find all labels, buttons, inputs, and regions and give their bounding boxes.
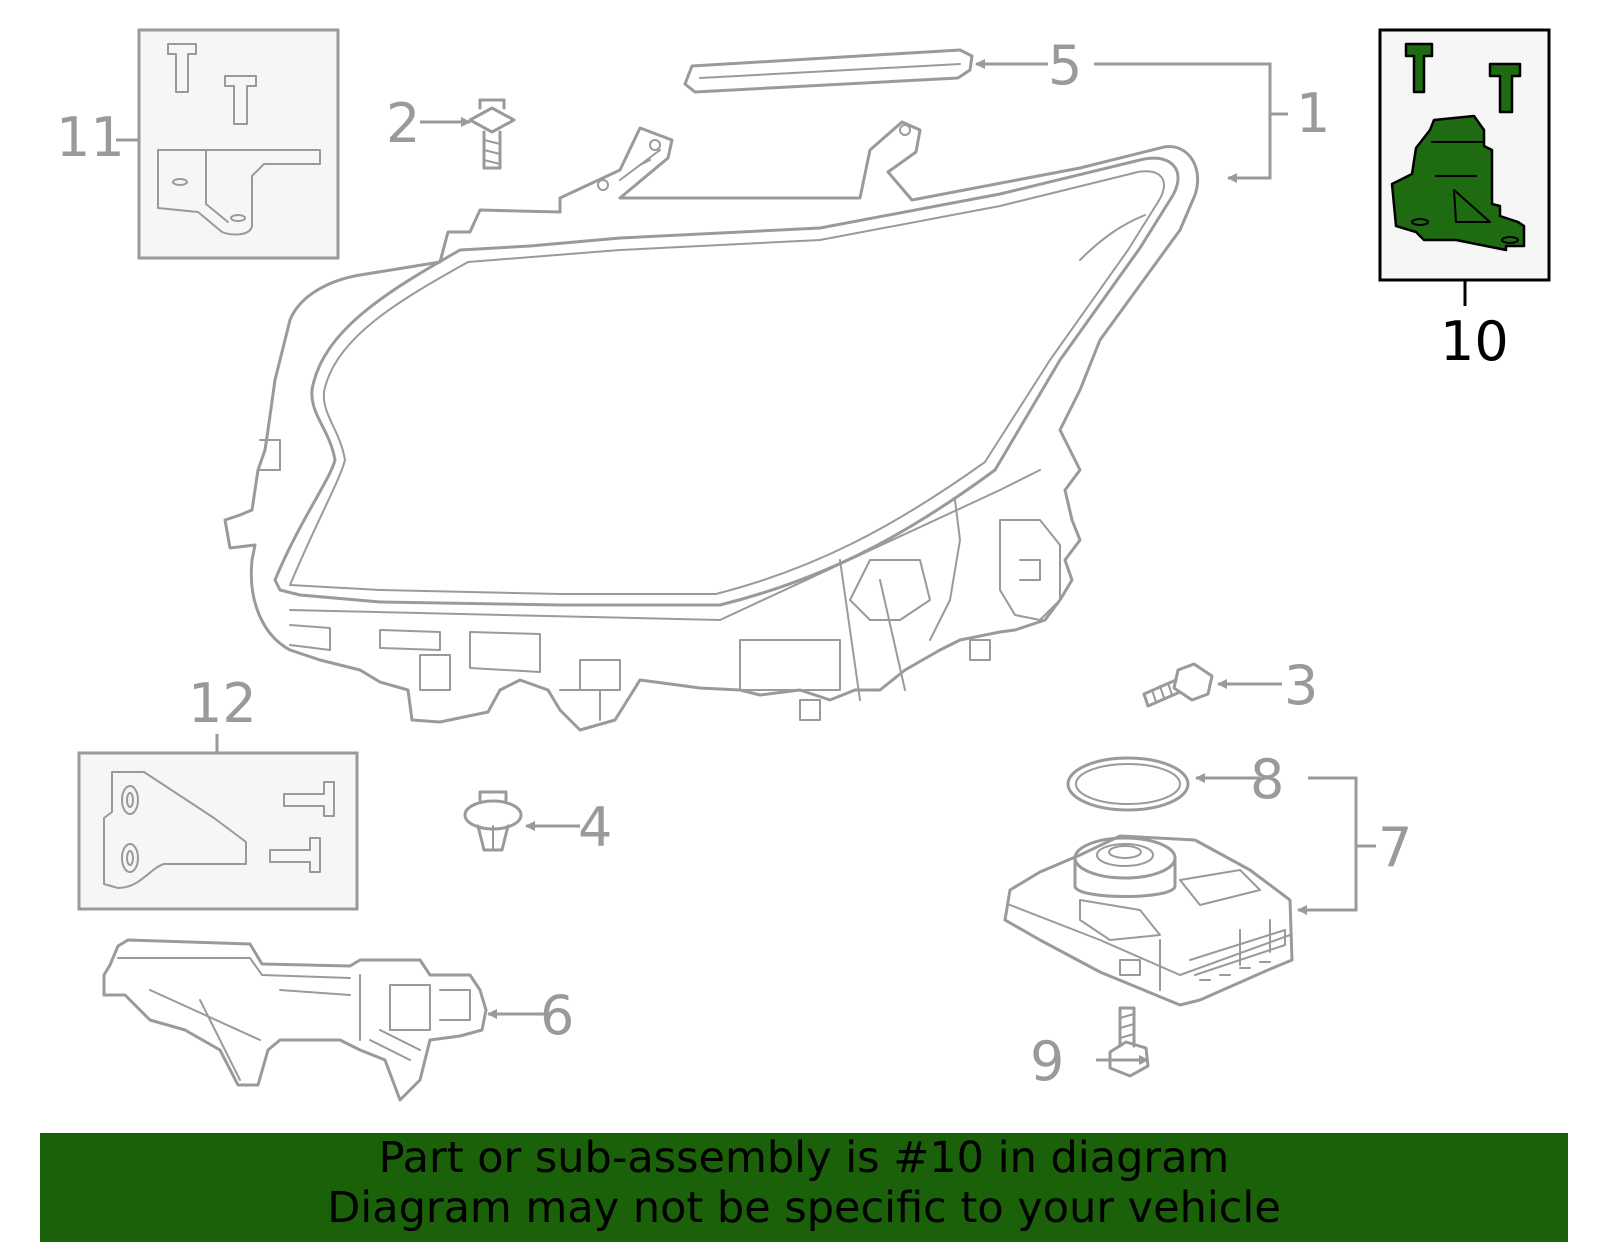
headlamp-assembly[interactable] (223, 120, 1200, 732)
callout-6: 6 (540, 984, 574, 1047)
screw-part-2[interactable] (468, 98, 516, 170)
callout-labels: 1 2 3 4 5 6 7 8 9 10 11 12 (56, 34, 1509, 1093)
info-banner: Part or sub-assembly is #10 in diagram D… (40, 1133, 1568, 1242)
callout-5: 5 (1048, 34, 1082, 97)
callout-12: 12 (188, 672, 257, 735)
callout-3: 3 (1284, 654, 1318, 717)
callout-1: 1 (1296, 82, 1330, 145)
callout-11: 11 (56, 106, 125, 169)
callout-9: 9 (1030, 1030, 1064, 1093)
callout-8: 8 (1250, 748, 1284, 811)
clip-part-4[interactable] (463, 790, 523, 852)
callout-4: 4 (578, 796, 612, 859)
callout-7: 7 (1378, 816, 1412, 879)
seal-ring-part-8[interactable] (1066, 756, 1190, 812)
inset-part-11[interactable] (137, 28, 340, 260)
inset-part-12[interactable] (77, 751, 359, 911)
upper-trim-strip[interactable] (683, 48, 974, 94)
banner-line-1: Part or sub-assembly is #10 in diagram (378, 1133, 1230, 1183)
leader-lines (116, 59, 1467, 1065)
screw-part-9[interactable] (1108, 1006, 1150, 1078)
banner-line-2: Diagram may not be specific to your vehi… (327, 1183, 1281, 1233)
lower-bracket-part-6[interactable] (102, 938, 488, 1102)
control-module-part-7[interactable] (1003, 834, 1294, 1007)
screw-part-3[interactable] (1142, 662, 1214, 708)
callout-10: 10 (1440, 310, 1509, 373)
inset-part-10-highlighted[interactable] (1378, 28, 1551, 282)
callout-2: 2 (386, 92, 420, 155)
